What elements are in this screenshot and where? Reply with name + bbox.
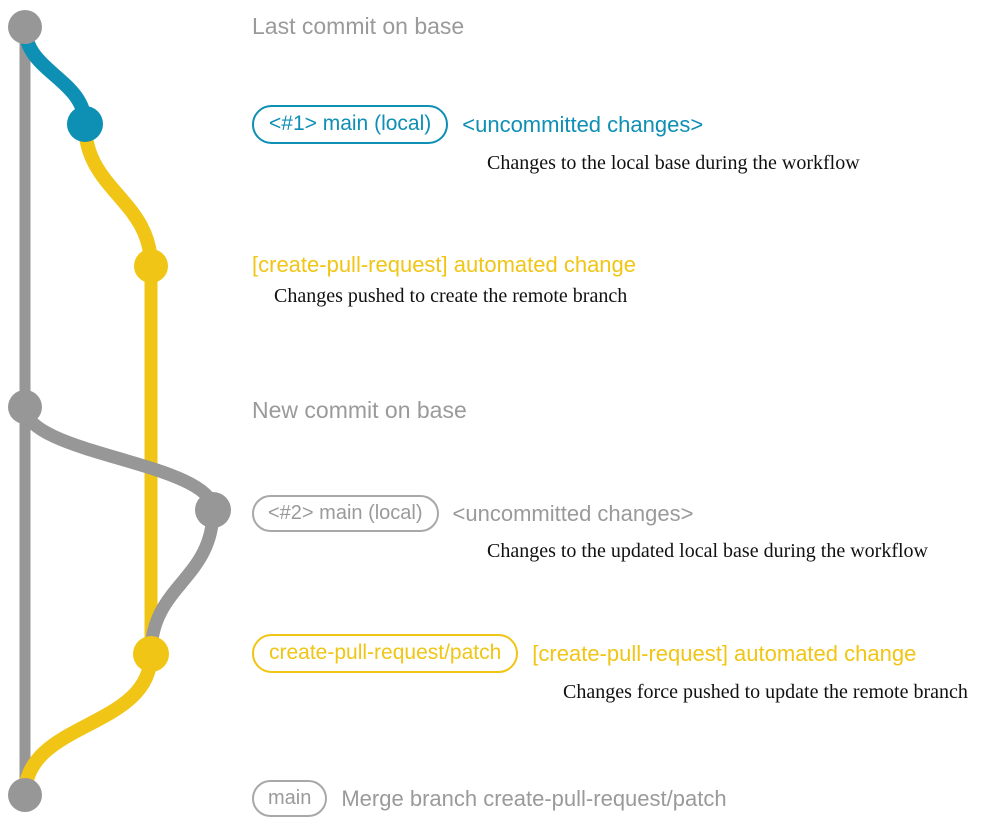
commit-subject-automated-1: [create-pull-request] automated change xyxy=(252,252,637,277)
commit-subject-merge: Merge branch create-pull-request/patch xyxy=(341,785,727,811)
commit-description-automated-1: Changes pushed to create the remote bran… xyxy=(274,285,628,307)
commit-description-local-1: Changes to the local base during the wor… xyxy=(487,152,860,174)
edge-local2-to-patch2 xyxy=(144,503,220,661)
graph-edges xyxy=(18,20,220,802)
row-local-2-head: <#2> main (local) <uncommitted changes> xyxy=(252,495,928,532)
commit-node-base-1 xyxy=(8,10,42,44)
edge-patch2-to-merge xyxy=(18,647,158,802)
row-automated-2-head: create-pull-request/patch [create-pull-r… xyxy=(252,634,968,673)
commit-node-base-2 xyxy=(8,390,42,424)
commit-subject-local-1: <uncommitted changes> xyxy=(462,111,704,137)
commit-subject-automated-2: [create-pull-request] automated change xyxy=(532,640,917,666)
commit-node-patch-2 xyxy=(133,636,169,672)
heading-last-commit-on-base: Last commit on base xyxy=(252,13,465,39)
row-last-commit: Last commit on base xyxy=(252,14,464,38)
commit-node-local-2 xyxy=(195,492,231,528)
ref-badge-main-local-1[interactable]: <#1> main (local) xyxy=(252,105,449,144)
row-merge-head: main Merge branch create-pull-request/pa… xyxy=(252,780,727,817)
ref-badge-create-pull-request-patch[interactable]: create-pull-request/patch xyxy=(252,634,519,673)
commit-subject-local-2: <uncommitted changes> xyxy=(452,500,694,526)
row-automated-1-head: [create-pull-request] automated change xyxy=(252,253,636,277)
commit-node-patch-1 xyxy=(134,249,168,283)
graph-nodes xyxy=(8,10,231,812)
commit-node-local-1 xyxy=(67,106,103,142)
row-automated-1: [create-pull-request] automated change C… xyxy=(252,253,636,308)
ref-badge-main-local-2[interactable]: <#2> main (local) xyxy=(252,495,439,532)
row-automated-2: create-pull-request/patch [create-pull-r… xyxy=(252,634,968,703)
row-local-1-head: <#1> main (local) <uncommitted changes> xyxy=(252,105,860,144)
commit-description-local-2: Changes to the updated local base during… xyxy=(487,540,928,562)
row-new-commit: New commit on base xyxy=(252,398,467,422)
commit-node-merge xyxy=(8,778,42,812)
row-merge: main Merge branch create-pull-request/pa… xyxy=(252,780,727,817)
row-local-2: <#2> main (local) <uncommitted changes> … xyxy=(252,495,928,562)
commit-description-automated-2: Changes force pushed to update the remot… xyxy=(563,681,968,703)
ref-badge-main[interactable]: main xyxy=(252,780,328,817)
edge-base-to-local2 xyxy=(18,400,220,517)
heading-new-commit-on-base: New commit on base xyxy=(252,397,467,423)
edge-local1-to-patch1 xyxy=(78,117,158,273)
row-local-1: <#1> main (local) <uncommitted changes> … xyxy=(252,105,860,174)
